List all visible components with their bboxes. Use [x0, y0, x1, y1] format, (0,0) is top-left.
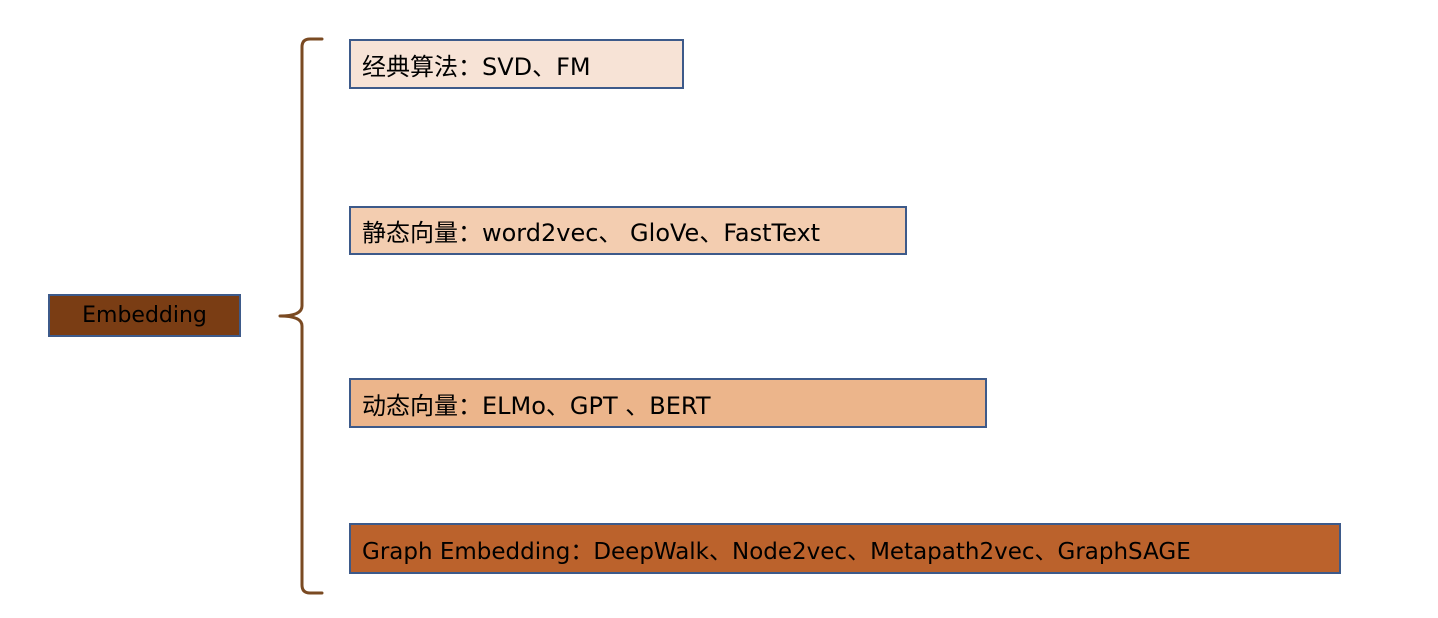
root-node-label: Embedding — [82, 303, 207, 328]
leaf-node-static-vectors: 静态向量：word2vec、 GloVe、FastText — [349, 206, 907, 255]
leaf-node-classic-algorithms: 经典算法：SVD、FM — [349, 39, 684, 89]
leaf-node-label: 经典算法：SVD、FM — [362, 52, 591, 81]
root-node-embedding: Embedding — [48, 294, 241, 337]
leaf-node-label: 静态向量：word2vec、 GloVe、FastText — [362, 219, 821, 247]
leaf-node-label: 动态向量：ELMo、GPT 、BERT — [362, 391, 711, 420]
leaf-node-graph-embedding: Graph Embedding：DeepWalk、Node2vec、Metapa… — [349, 523, 1341, 574]
brace-path — [278, 37, 324, 595]
leaf-node-dynamic-vectors: 动态向量：ELMo、GPT 、BERT — [349, 378, 987, 428]
leaf-node-label: Graph Embedding：DeepWalk、Node2vec、Metapa… — [362, 538, 1191, 565]
